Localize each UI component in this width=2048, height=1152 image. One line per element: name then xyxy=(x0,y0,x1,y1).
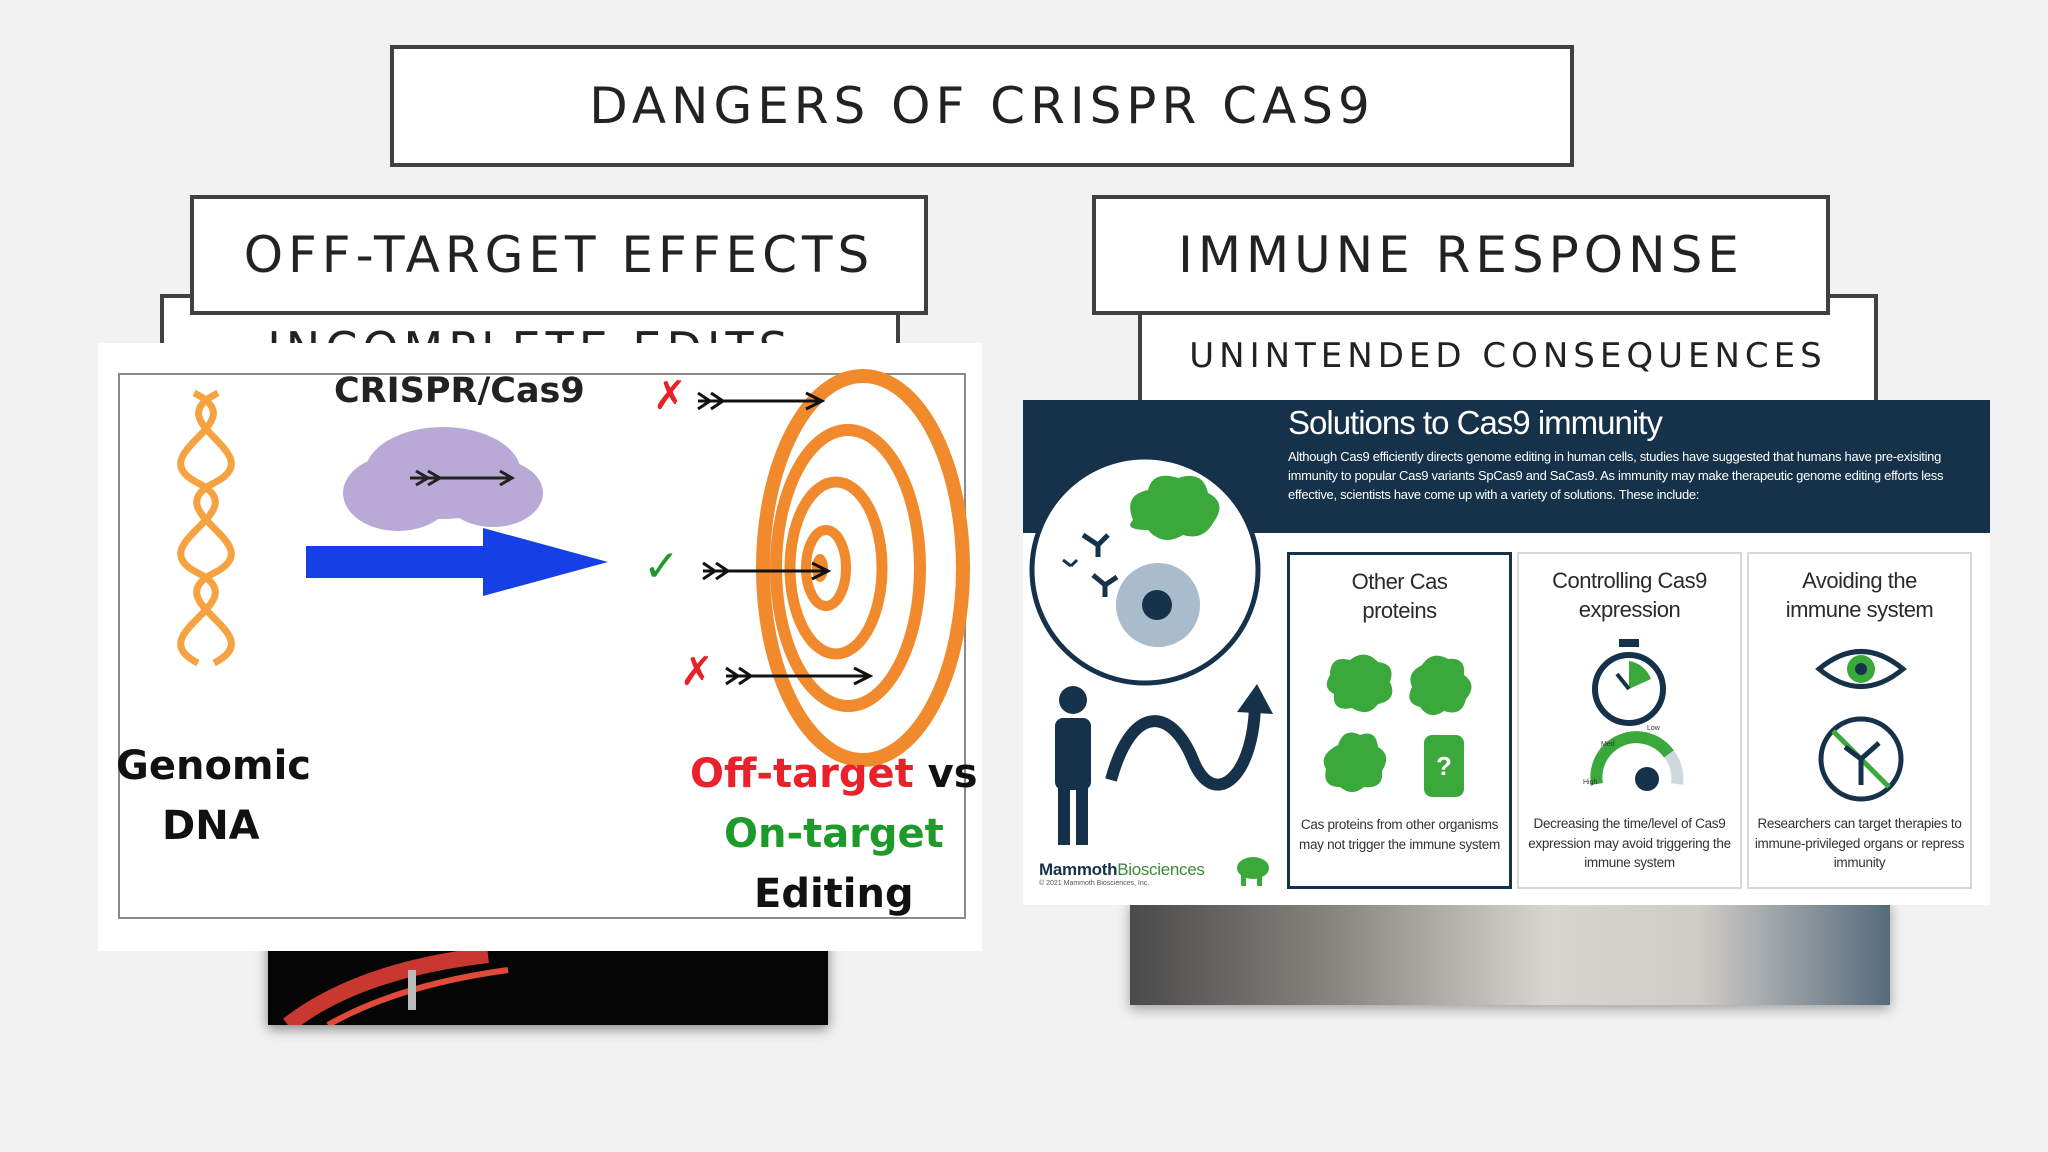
protein-icon: ? xyxy=(1323,654,1472,797)
cas9-label: CRISPR/Cas9 xyxy=(334,371,585,411)
svg-text:?: ? xyxy=(1436,751,1452,781)
infographic-title: Solutions to Cas9 immunity xyxy=(1288,404,1663,441)
dna-helix-icon xyxy=(177,389,235,667)
crispr-figure: CRISPR/Cas9 ✗ ✓ ✗ Genomic DNA Off-target… xyxy=(98,343,982,951)
left-heading: OFF-TARGET EFFECTS xyxy=(190,195,928,315)
card-description: Decreasing the time/level of Cas9 expres… xyxy=(1528,816,1731,870)
arrow-top-icon xyxy=(697,391,826,411)
hit-mark: ✓ xyxy=(643,541,680,592)
miss-mark-top: ✗ xyxy=(653,373,687,419)
target-icon xyxy=(756,369,970,767)
svg-text:High: High xyxy=(1583,779,1598,786)
blue-arrow-icon xyxy=(306,528,608,596)
genomic-label: Genomic xyxy=(116,743,312,789)
patient-photo xyxy=(1130,900,1890,1005)
infographic-description: Although Cas9 efficiently directs genome… xyxy=(1288,449,1944,502)
svg-text:Low: Low xyxy=(1647,725,1661,732)
miss-mark-bottom: ✗ xyxy=(680,649,714,695)
wave-arrow-icon xyxy=(1105,684,1273,791)
figure-frame xyxy=(118,373,966,919)
cas9-immunity-infographic: Solutions to Cas9 immunity Although Cas9… xyxy=(1023,400,1990,905)
no-antibody-icon xyxy=(1818,716,1904,802)
arrow-bottom-icon xyxy=(725,666,874,686)
card-description: Cas proteins from other organisms may no… xyxy=(1299,817,1500,852)
arrow-middle-icon xyxy=(702,561,832,581)
mammoth-logo: MammothBiosciences xyxy=(1039,860,1205,879)
offtarget-vs-label: Off-target vs xyxy=(690,751,978,797)
editing-label: Editing xyxy=(754,871,914,917)
ontarget-label: On-target xyxy=(724,811,944,857)
cas9-cloud-icon xyxy=(343,427,543,531)
person-icon xyxy=(1055,686,1091,845)
eye-icon xyxy=(1815,649,1907,689)
mammoth-icon xyxy=(1237,857,1269,886)
svg-text:Med: Med xyxy=(1601,741,1615,748)
stopwatch-icon: Med Low High xyxy=(1583,639,1684,791)
immune-cell-circle-icon xyxy=(1029,454,1261,686)
card-description: Researchers can target therapies to immu… xyxy=(1754,816,1965,870)
dna-label: DNA xyxy=(162,803,260,849)
right-heading: IMMUNE RESPONSE xyxy=(1092,195,1830,315)
copyright-text: © 2021 Mammoth Biosciences, Inc. xyxy=(1039,880,1150,887)
slide-title: DANGERS OF CRISPR CAS9 xyxy=(390,45,1574,167)
